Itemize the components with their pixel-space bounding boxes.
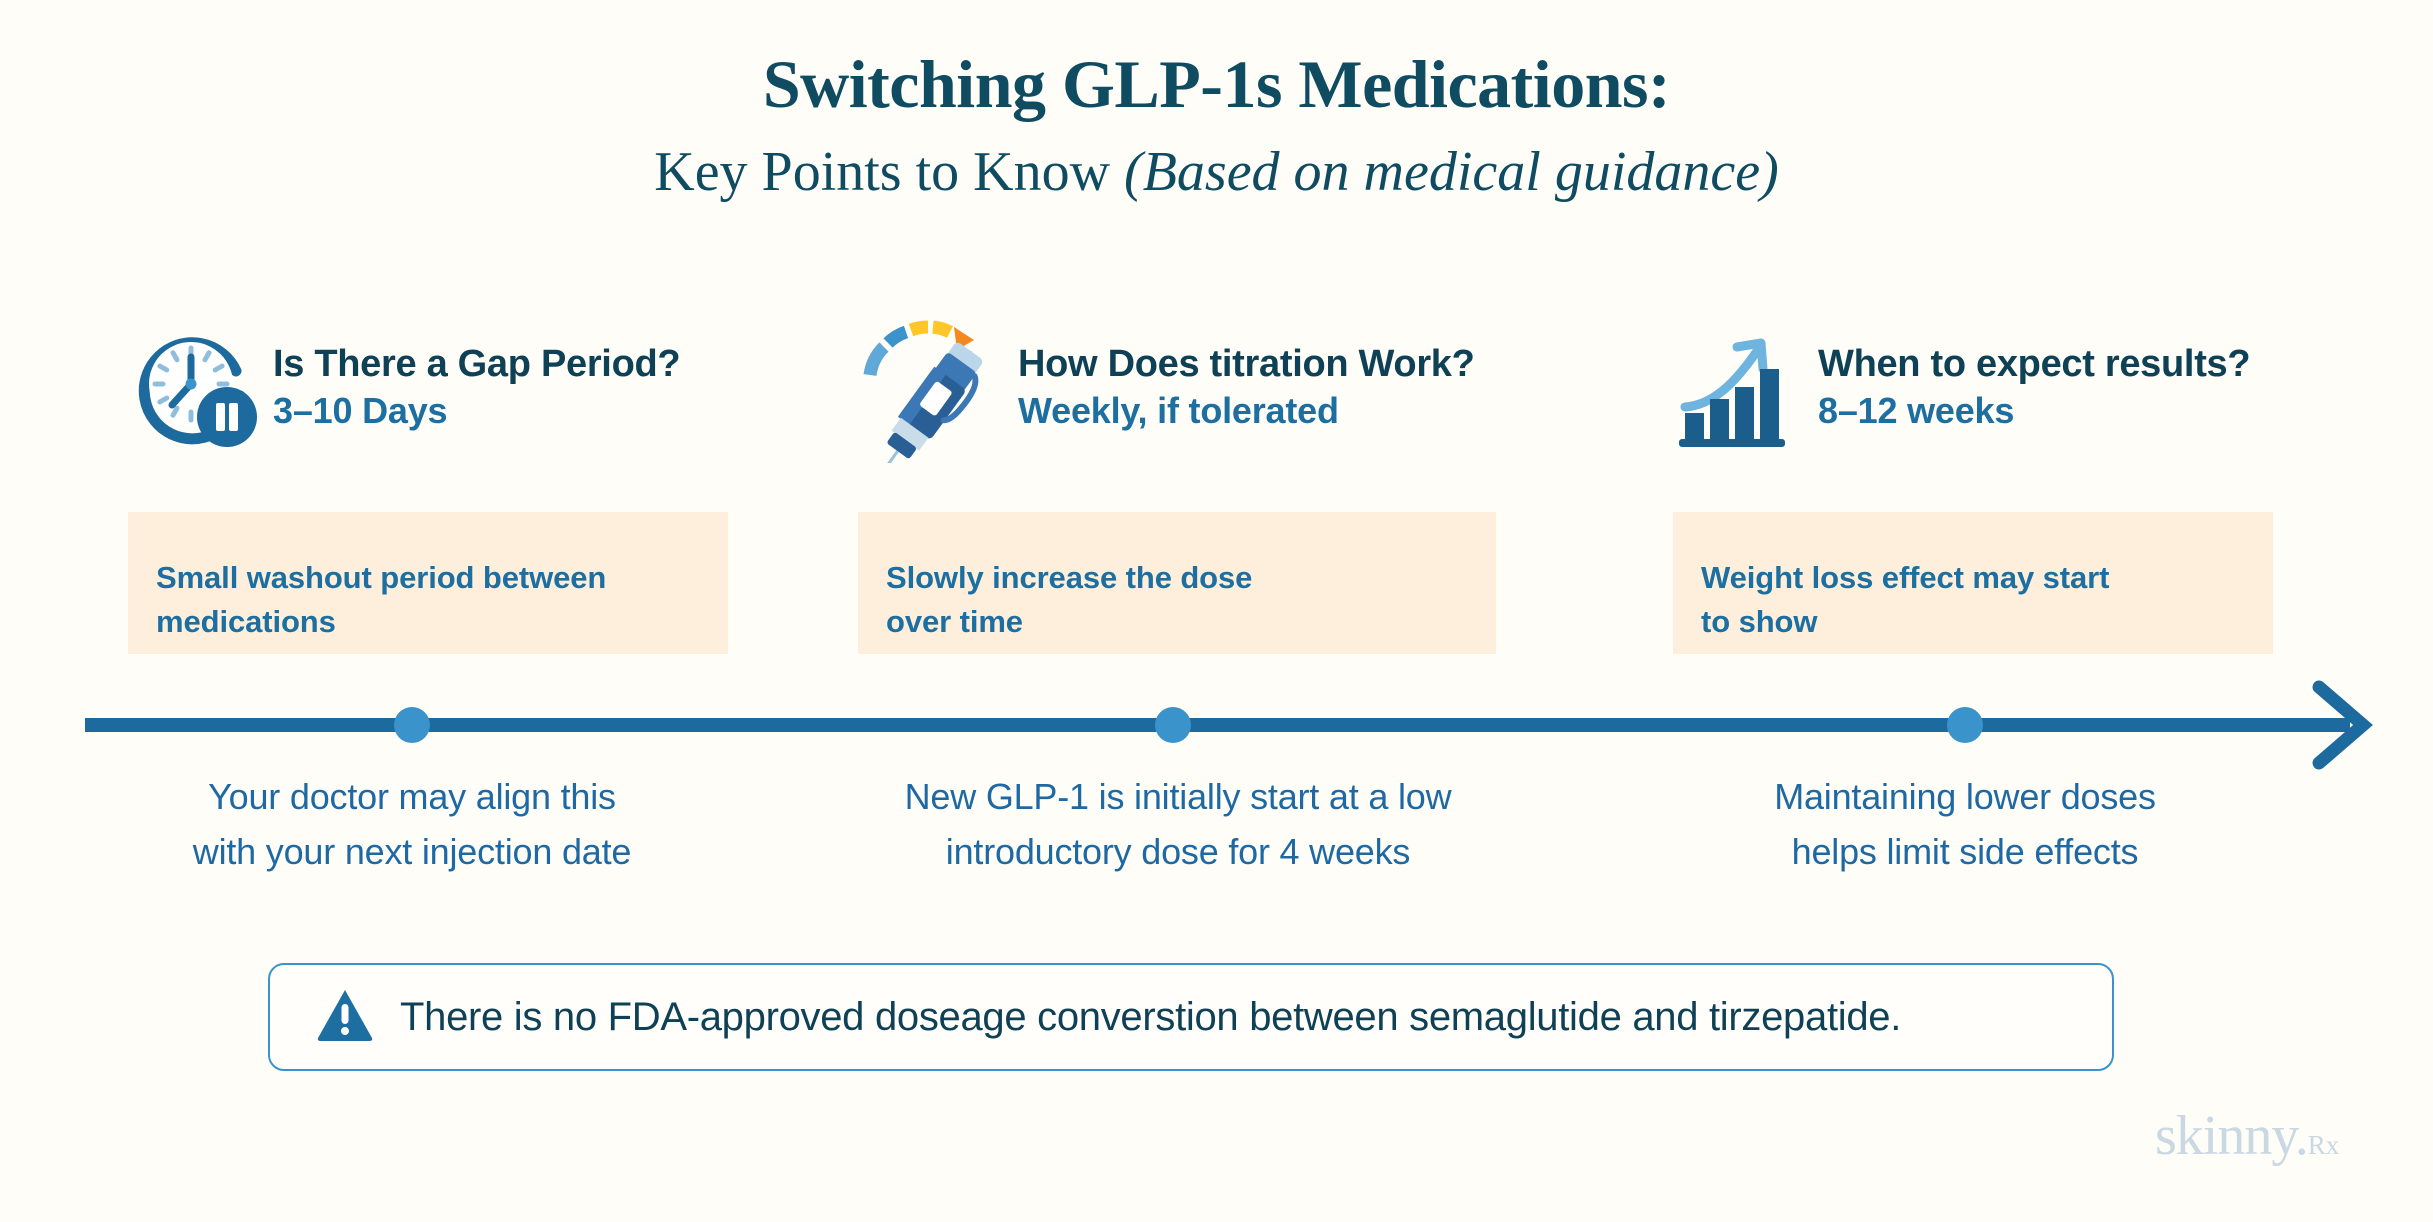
column-header-text: How Does titration Work? Weekly, if tole… bbox=[1018, 341, 1475, 436]
timeline-caption-2: New GLP-1 is initially start at a low in… bbox=[838, 770, 1518, 879]
injection-pen-gauge-icon bbox=[858, 313, 1008, 463]
column-title: How Does titration Work? bbox=[1018, 342, 1475, 385]
column-header: Is There a Gap Period? 3–10 Days bbox=[128, 318, 888, 458]
note-line: Small washout period between bbox=[156, 560, 607, 595]
note-line: Slowly increase the dose bbox=[886, 560, 1253, 595]
timeline-caption-3: Maintaining lower doses helps limit side… bbox=[1655, 770, 2275, 879]
column-header: When to expect results? 8–12 weeks bbox=[1673, 318, 2433, 458]
column-subtitle: Weekly, if tolerated bbox=[1018, 389, 1339, 431]
note-box-washout: Small washout period between medications bbox=[128, 512, 728, 654]
page-title: Switching GLP-1s Medications: bbox=[762, 46, 1671, 122]
note-line: medications bbox=[156, 604, 336, 640]
title-block: Switching GLP-1s Medications: Key Points… bbox=[0, 48, 2433, 204]
logo-word: skinny. bbox=[2155, 1105, 2309, 1167]
column-header-text: When to expect results? 8–12 weeks bbox=[1818, 341, 2251, 436]
caption-line: Maintaining lower doses bbox=[1774, 776, 2156, 817]
caption-line: helps limit side effects bbox=[1791, 830, 2139, 872]
info-column-gap-period: Is There a Gap Period? 3–10 Days bbox=[128, 318, 888, 458]
caption-line: introductory dose for 4 weeks bbox=[945, 830, 1411, 872]
note-box-weight-loss: Weight loss effect may start to show bbox=[1673, 512, 2273, 654]
note-line: to show bbox=[1701, 604, 1818, 640]
warning-triangle-icon bbox=[316, 987, 374, 1048]
info-column-results: When to expect results? 8–12 weeks bbox=[1673, 318, 2433, 458]
logo-suffix: Rx bbox=[2307, 1130, 2340, 1160]
timeline-axis bbox=[85, 718, 2350, 732]
info-column-titration: How Does titration Work? Weekly, if tole… bbox=[858, 318, 1618, 463]
note-box-dose-increase: Slowly increase the dose over time bbox=[858, 512, 1496, 654]
timeline-marker-3 bbox=[1947, 707, 1983, 743]
column-header: How Does titration Work? Weekly, if tole… bbox=[858, 318, 1618, 463]
caption-line: Your doctor may align this bbox=[208, 776, 616, 817]
column-subtitle: 3–10 Days bbox=[273, 389, 448, 431]
brand-logo: skinny.Rx bbox=[2155, 1108, 2339, 1164]
subtitle-regular-part: Key Points to Know bbox=[654, 141, 1125, 204]
warning-banner: There is no FDA-approved doseage convers… bbox=[268, 963, 2114, 1071]
note-line: over time bbox=[886, 604, 1023, 640]
timeline-marker-1 bbox=[394, 707, 430, 743]
growth-bar-chart-icon bbox=[1673, 321, 1808, 456]
subtitle-italic-part: (Based on medical guidance) bbox=[1124, 141, 1779, 204]
note-line: Weight loss effect may start bbox=[1701, 560, 2110, 595]
clock-pause-icon bbox=[128, 321, 263, 456]
timeline-caption-1: Your doctor may align this with your nex… bbox=[112, 770, 712, 879]
timeline-marker-2 bbox=[1155, 707, 1191, 743]
warning-message: There is no FDA-approved doseage convers… bbox=[400, 994, 1902, 1039]
column-header-text: Is There a Gap Period? 3–10 Days bbox=[273, 341, 681, 436]
column-title: Is There a Gap Period? bbox=[273, 342, 681, 385]
caption-line: with your next injection date bbox=[192, 830, 632, 872]
page-subtitle: Key Points to Know (Based on medical gui… bbox=[0, 141, 2433, 204]
column-subtitle: 8–12 weeks bbox=[1818, 389, 2015, 431]
column-title: When to expect results? bbox=[1818, 342, 2251, 385]
timeline bbox=[0, 680, 2433, 780]
caption-line: New GLP-1 is initially start at a low bbox=[904, 776, 1452, 817]
right-arrow-icon bbox=[2305, 673, 2415, 782]
